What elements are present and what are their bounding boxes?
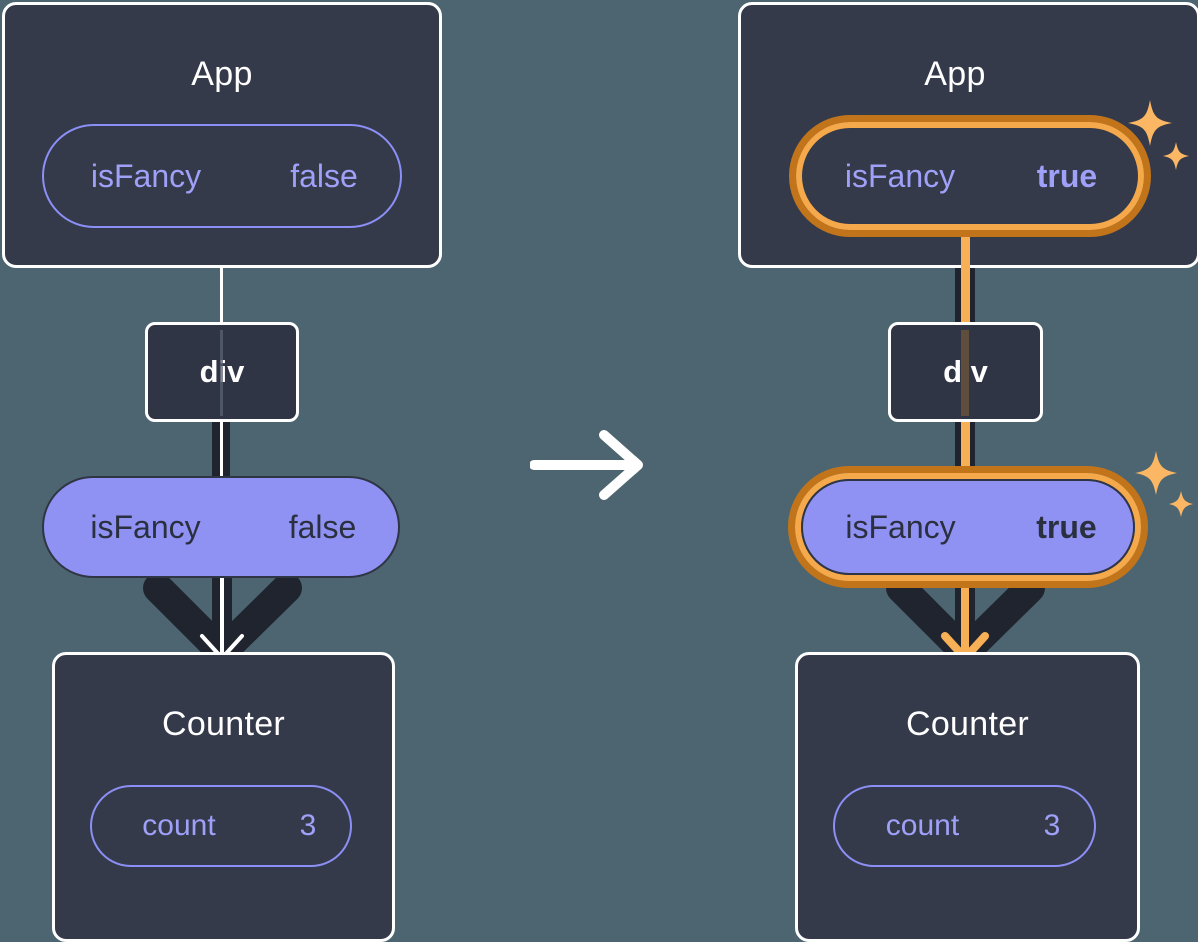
app-state-pill-left: isFancy false [42,124,402,228]
counter-title-left: Counter [161,705,286,743]
connector-div-to-prop-core-left [220,420,223,482]
sparkles-icon-app-right [1126,98,1190,186]
app-state-pill-right: isFancy true [802,128,1138,224]
app-title-left: App [191,55,253,93]
prop-pill-value-left: false [288,508,357,545]
connector-app-to-div-right [961,228,970,328]
counter-state-pill-right: count 3 [833,785,1096,867]
prop-pill-value-right: true [1036,508,1097,545]
transition-right-arrow-icon [529,430,648,500]
app-title-right: App [924,55,986,93]
prop-pill-highlight-ring-right [788,466,1148,588]
app-state-pill-key-right: isFancy [844,157,956,194]
counter-state-pill-left: count 3 [90,785,352,867]
counter-title-right: Counter [905,705,1030,743]
app-state-pill-key-left: isFancy [90,157,202,194]
connector-div-to-prop-right [961,420,970,482]
div-passthrough-line-left [220,330,223,416]
app-state-pill-value-right: true [1036,157,1098,194]
div-passthrough-line-right [961,330,969,416]
prop-pill-key-right: isFancy [845,508,956,545]
app-state-pill-highlight-ring-right [789,115,1151,237]
prop-pill-right: isFancy true [801,479,1135,575]
sparkles-icon-prop-right [1133,448,1195,532]
counter-state-pill-key-left: count [142,809,216,842]
app-state-pill-value-left: false [290,157,358,194]
counter-state-pill-value-left: 3 [299,809,317,842]
prop-pill-key-left: isFancy [90,508,201,545]
connector-app-to-div-left [220,266,223,326]
app-state-pill-highlight-ring-inner-right [796,122,1144,230]
counter-state-pill-key-right: count [885,809,960,842]
prop-pill-highlight-ring-inner-right [795,473,1141,581]
counter-state-pill-value-right: 3 [1043,809,1061,842]
prop-pill-left: isFancy false [42,476,400,578]
